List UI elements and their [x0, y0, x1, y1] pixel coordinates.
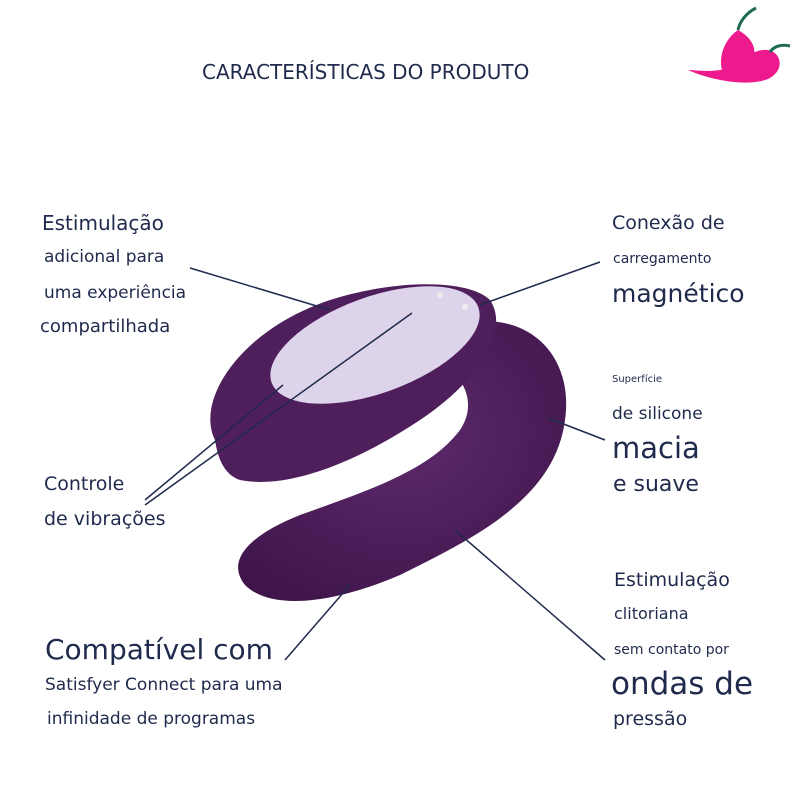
surface-line-4: e suave — [613, 472, 699, 497]
app-line-1: Compatível com — [45, 633, 273, 666]
page-title: CARACTERÍSTICAS DO PRODUTO — [202, 60, 530, 84]
surface-line-3: macia — [612, 431, 700, 465]
magnetic-line-1: Conexão de — [612, 212, 725, 234]
app-line-2: Satisfyer Connect para uma — [45, 675, 283, 695]
controls-line-1: Controle — [44, 473, 125, 495]
shared-line-3: uma experiência — [44, 283, 187, 303]
magnetic-line-3: magnético — [612, 279, 745, 308]
clitoral-line-2: clitoriana — [614, 604, 689, 623]
shared-line-1: Estimulação — [42, 211, 164, 235]
shared-line-4: compartilhada — [40, 316, 171, 337]
clitoral-line-3: sem contato por — [614, 642, 729, 658]
clitoral-line-5: pressão — [613, 708, 688, 730]
pepper-logo — [688, 6, 791, 83]
leader-lines — [144, 261, 606, 661]
shared-line-2: adicional para — [44, 247, 165, 267]
magnetic-line-2: carregamento — [613, 251, 712, 267]
surface-line-2: de silicone — [612, 404, 703, 424]
clitoral-line-1: Estimulação — [614, 569, 730, 591]
surface-line-1: Superfície — [612, 374, 663, 385]
app-line-3: infinidade de programas — [47, 709, 256, 729]
controls-line-2: de vibrações — [44, 508, 166, 530]
clitoral-line-4: ondas de — [611, 666, 754, 702]
